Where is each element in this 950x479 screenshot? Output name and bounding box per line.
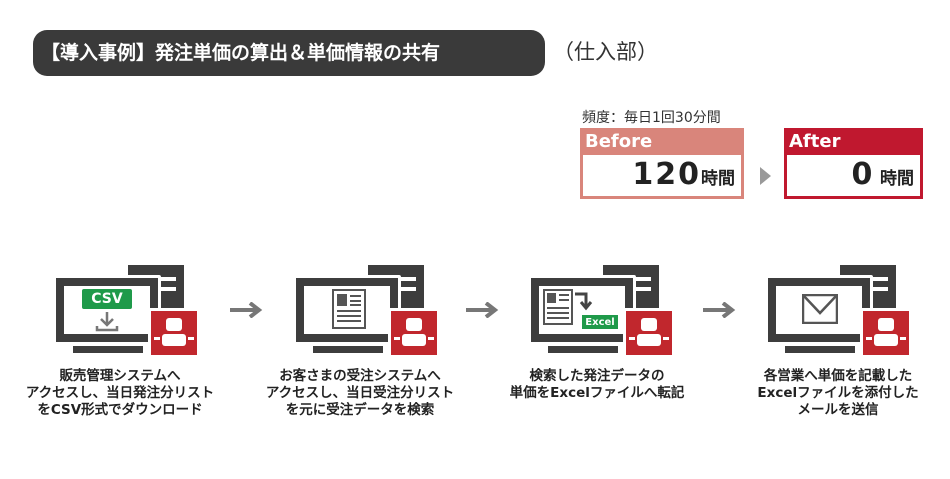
arrow-right-icon [230, 302, 263, 318]
transfer-arrow-icon [575, 292, 593, 311]
robot-icon [388, 308, 440, 358]
after-box: After 0 時間 [784, 128, 923, 199]
frequency-label: 頻度：毎日1回30分間 [582, 110, 721, 126]
after-unit: 時間 [880, 169, 914, 189]
document-icon [543, 289, 573, 325]
download-icon [95, 312, 119, 332]
page-title: 【導入事例】発注単価の算出＆単価情報の共有 [33, 30, 545, 76]
step-3-caption: 検索した発注データの 単価をExcelファイルへ転記 [487, 368, 707, 402]
robot-icon [148, 308, 200, 358]
before-unit: 時間 [701, 169, 735, 189]
caption-line: Excelファイルを添付した [757, 385, 919, 401]
step-3-illustration: Excel [520, 260, 680, 365]
caption-line: 検索した発注データの [529, 368, 665, 384]
caption-line: メールを送信 [797, 402, 879, 418]
caption-line: 単価をExcelファイルへ転記 [509, 385, 685, 401]
monitor-icon: CSV [53, 275, 161, 345]
step-2-caption: お客さまの受注システムへ アクセスし、当日受注分リスト を元に受注データを検索 [250, 368, 470, 419]
caption-line: 販売管理システムへ [59, 368, 181, 384]
triangle-arrow-icon [760, 167, 771, 185]
monitor-icon [293, 275, 401, 345]
step-4-caption: 各営業へ単価を記載した Excelファイルを添付した メールを送信 [728, 368, 948, 419]
step-1-caption: 販売管理システムへ アクセスし、当日発注分リスト をCSV形式でダウンロード [10, 368, 230, 419]
robot-icon [860, 308, 912, 358]
step-2-illustration [285, 260, 445, 365]
arrow-right-icon [703, 302, 736, 318]
department-label: （仕入部） [553, 40, 658, 64]
after-value: 0 [851, 157, 875, 192]
after-label: After [789, 131, 841, 152]
step-1-illustration: CSV [45, 260, 205, 365]
caption-line: をCSV形式でダウンロード [37, 402, 203, 418]
robot-icon [623, 308, 675, 358]
excel-badge: Excel [581, 314, 619, 330]
before-value: 120 [632, 157, 701, 192]
monitor-icon: Excel [528, 275, 636, 345]
caption-line: を元に受注データを検索 [285, 402, 435, 418]
monitor-icon [765, 275, 873, 345]
mail-icon [802, 294, 838, 324]
document-icon [332, 289, 366, 329]
caption-line: アクセスし、当日受注分リスト [265, 385, 455, 401]
caption-line: 各営業へ単価を記載した [763, 368, 913, 384]
before-box: Before 120時間 [580, 128, 744, 199]
caption-line: お客さまの受注システムへ [279, 368, 441, 384]
before-label: Before [585, 131, 653, 152]
arrow-right-icon [466, 302, 499, 318]
step-4-illustration [757, 260, 917, 365]
csv-badge: CSV [82, 289, 132, 309]
caption-line: アクセスし、当日発注分リスト [25, 385, 215, 401]
